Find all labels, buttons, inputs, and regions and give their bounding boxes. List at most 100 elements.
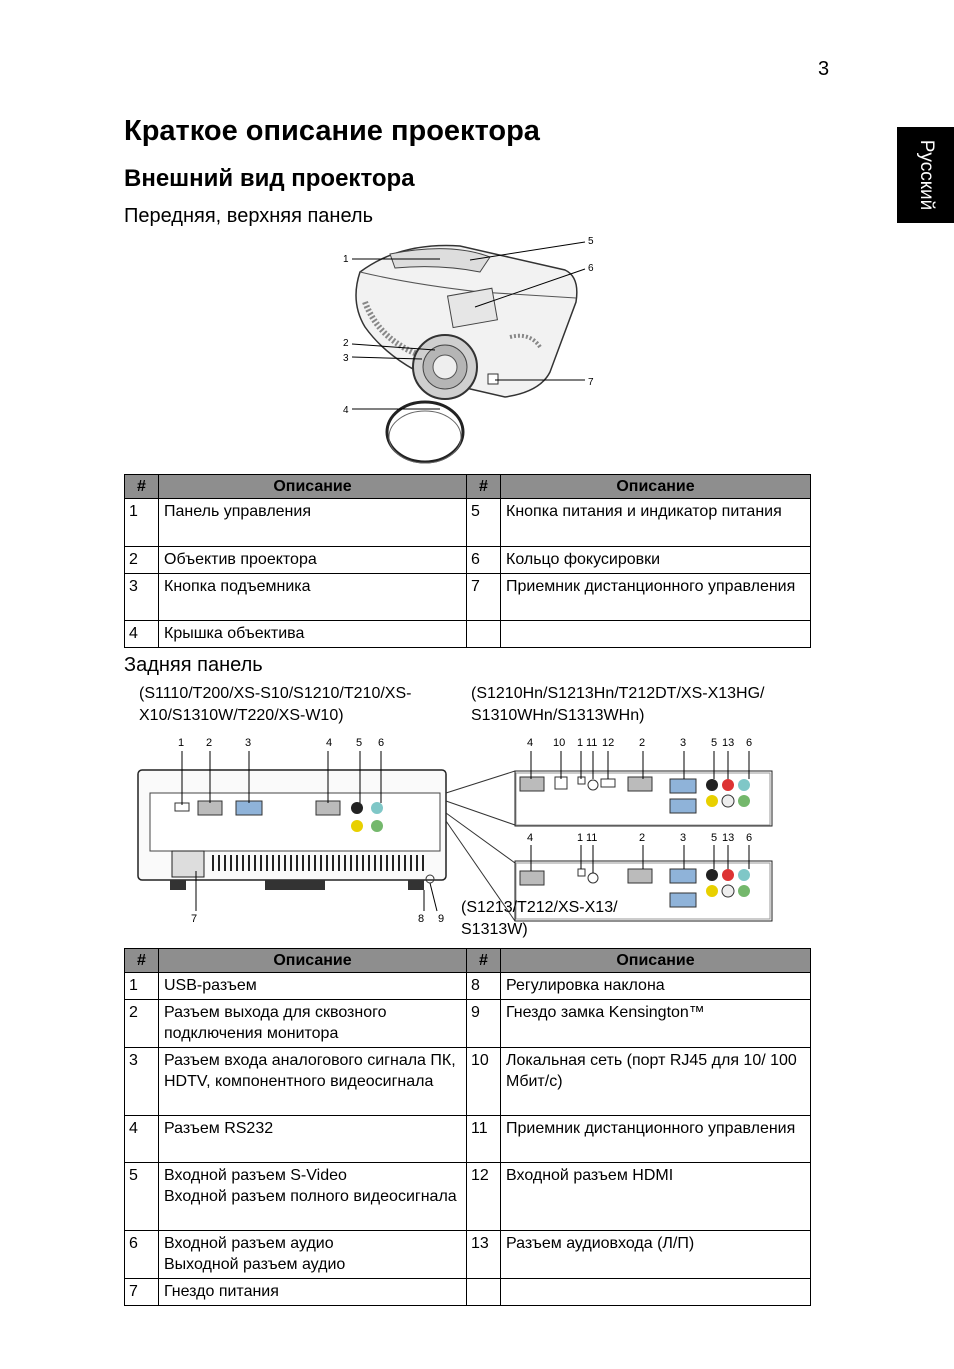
table-cell: 2 <box>124 999 159 1048</box>
table-row: 7 Гнездо питания <box>124 1278 811 1306</box>
table-cell: Входной разъем HDMI <box>500 1162 811 1231</box>
model-line: S1310WHn/S1313WHn) <box>471 707 645 724</box>
rear-callout: 10 <box>553 737 565 749</box>
rear-callout: 1 <box>577 737 583 749</box>
table-cell: 6 <box>124 1230 159 1279</box>
table-cell: 13 <box>466 1230 501 1279</box>
model-list: (S1213/T212/XS-X13/ S1313W) <box>461 897 618 941</box>
rear-callout: 8 <box>418 913 424 925</box>
front-panel-table: # Описание # Описание 1 Панель управлени… <box>124 474 811 648</box>
table-cell <box>500 620 811 648</box>
table-cell: Разъем выхода для сквозного подключения … <box>158 999 467 1048</box>
table-cell: 1 <box>124 972 159 1000</box>
page-number: 3 <box>818 58 830 80</box>
model-line: (S1210Hn/S1213Hn/T212DT/XS-X13HG/ <box>471 685 765 702</box>
table-cell <box>466 620 501 648</box>
table-cell: 9 <box>466 999 501 1048</box>
table-cell: 1 <box>124 498 159 547</box>
rear-panel-table: # Описание # Описание 1 USB-разъем 8 Рег… <box>124 948 811 1306</box>
table-cell <box>500 1278 811 1306</box>
front-callout: 2 <box>343 338 349 349</box>
table-cell: Гнездо питания <box>158 1278 467 1306</box>
rear-callout: 6 <box>746 737 752 749</box>
table-cell: 5 <box>466 498 501 547</box>
section-title: Внешний вид проектора <box>124 165 415 192</box>
table-cell: Разъем аудиовхода (Л/П) <box>500 1230 811 1279</box>
table-header: # <box>124 474 159 499</box>
table-cell: Кольцо фокусировки <box>500 546 811 574</box>
table-header: Описание <box>500 474 811 499</box>
model-line: X10/S1310W/T220/XS-W10) <box>139 707 344 724</box>
page-title: Краткое описание проектора <box>124 115 540 147</box>
table-row: 3 Разъем входа аналогового сигнала ПК, H… <box>124 1047 811 1116</box>
table-cell: 3 <box>124 1047 159 1116</box>
table-cell: Кнопка подъемника <box>158 573 467 621</box>
rear-callout: 2 <box>206 737 212 749</box>
rear-callout: 11 <box>586 737 597 749</box>
rear-callout: 3 <box>680 737 686 749</box>
table-cell: Объектив проектора <box>158 546 467 574</box>
language-tab: Русский <box>897 127 954 223</box>
rear-callout: 1 <box>178 737 184 749</box>
table-row: 2 Разъем выхода для сквозного подключени… <box>124 999 811 1048</box>
rear-callout: 9 <box>438 913 444 925</box>
rear-callout: 5 <box>711 832 717 844</box>
rear-callout: 3 <box>245 737 251 749</box>
rear-callout: 13 <box>722 737 734 749</box>
table-row: 4 Крышка объектива <box>124 620 811 648</box>
rear-callout: 3 <box>680 832 686 844</box>
table-cell: 6 <box>466 546 501 574</box>
table-header: # <box>466 474 501 499</box>
table-cell: 7 <box>466 573 501 621</box>
table-cell: Разъем RS232 <box>158 1115 467 1163</box>
projector-front-illustration: 1 2 3 4 5 6 7 <box>343 236 594 464</box>
front-callout: 3 <box>343 353 349 364</box>
rear-callout: 4 <box>326 737 332 749</box>
table-row: 3 Кнопка подъемника 7 Приемник дистанцио… <box>124 573 811 621</box>
model-list: (S1110/T200/XS-S10/S1210/T210/XS- X10/S1… <box>139 683 411 727</box>
table-header-row: # Описание # Описание <box>124 948 811 973</box>
table-row: 1 Панель управления 5 Кнопка питания и и… <box>124 498 811 547</box>
rear-callout: 4 <box>527 832 533 844</box>
model-line: S1313W) <box>461 921 528 938</box>
front-callout: 1 <box>343 254 349 265</box>
table-cell: Панель управления <box>158 498 467 547</box>
table-cell: Гнездо замка Kensington™ <box>500 999 811 1048</box>
front-callout: 7 <box>588 377 594 388</box>
table-cell: Разъем входа аналогового сигнала ПК, HDT… <box>158 1047 467 1116</box>
rear-callout: 5 <box>711 737 717 749</box>
model-list: (S1210Hn/S1213Hn/T212DT/XS-X13HG/ S1310W… <box>471 683 764 727</box>
rear-callout: 12 <box>602 737 614 749</box>
front-callout: 6 <box>588 263 594 274</box>
table-header-row: # Описание # Описание <box>124 474 811 499</box>
table-header: # <box>124 948 159 973</box>
table-header: # <box>466 948 501 973</box>
table-cell: 7 <box>124 1278 159 1306</box>
table-row: 6 Входной разъем аудио Выходной разъем а… <box>124 1230 811 1279</box>
table-row: 1 USB-разъем 8 Регулировка наклона <box>124 972 811 1000</box>
rear-callout: 2 <box>639 737 645 749</box>
table-header: Описание <box>158 948 467 973</box>
table-header: Описание <box>158 474 467 499</box>
table-row: 5 Входной разъем S-Video Входной разъем … <box>124 1162 811 1231</box>
rear-callout: 5 <box>356 737 362 749</box>
language-tab-label: Русский <box>915 139 937 211</box>
table-cell: 3 <box>124 573 159 621</box>
table-cell: 11 <box>466 1115 501 1163</box>
table-cell: Локальная сеть (порт RJ45 для 10/ 100 Мб… <box>500 1047 811 1116</box>
table-cell: 10 <box>466 1047 501 1116</box>
table-cell: 4 <box>124 1115 159 1163</box>
rear-callout: 6 <box>378 737 384 749</box>
table-header: Описание <box>500 948 811 973</box>
rear-callout: 4 <box>527 737 533 749</box>
front-panel-heading: Передняя, верхняя панель <box>124 205 374 227</box>
rear-callout: 2 <box>639 832 645 844</box>
rear-callout: 11 <box>586 832 597 844</box>
table-cell: Входной разъем S-Video Входной разъем по… <box>158 1162 467 1231</box>
table-cell: 4 <box>124 620 159 648</box>
table-cell: Приемник дистанционного управления <box>500 1115 811 1163</box>
rear-callout: 1 <box>577 832 583 844</box>
table-cell: 2 <box>124 546 159 574</box>
rear-callout: 13 <box>722 832 734 844</box>
rear-callout: 6 <box>746 832 752 844</box>
